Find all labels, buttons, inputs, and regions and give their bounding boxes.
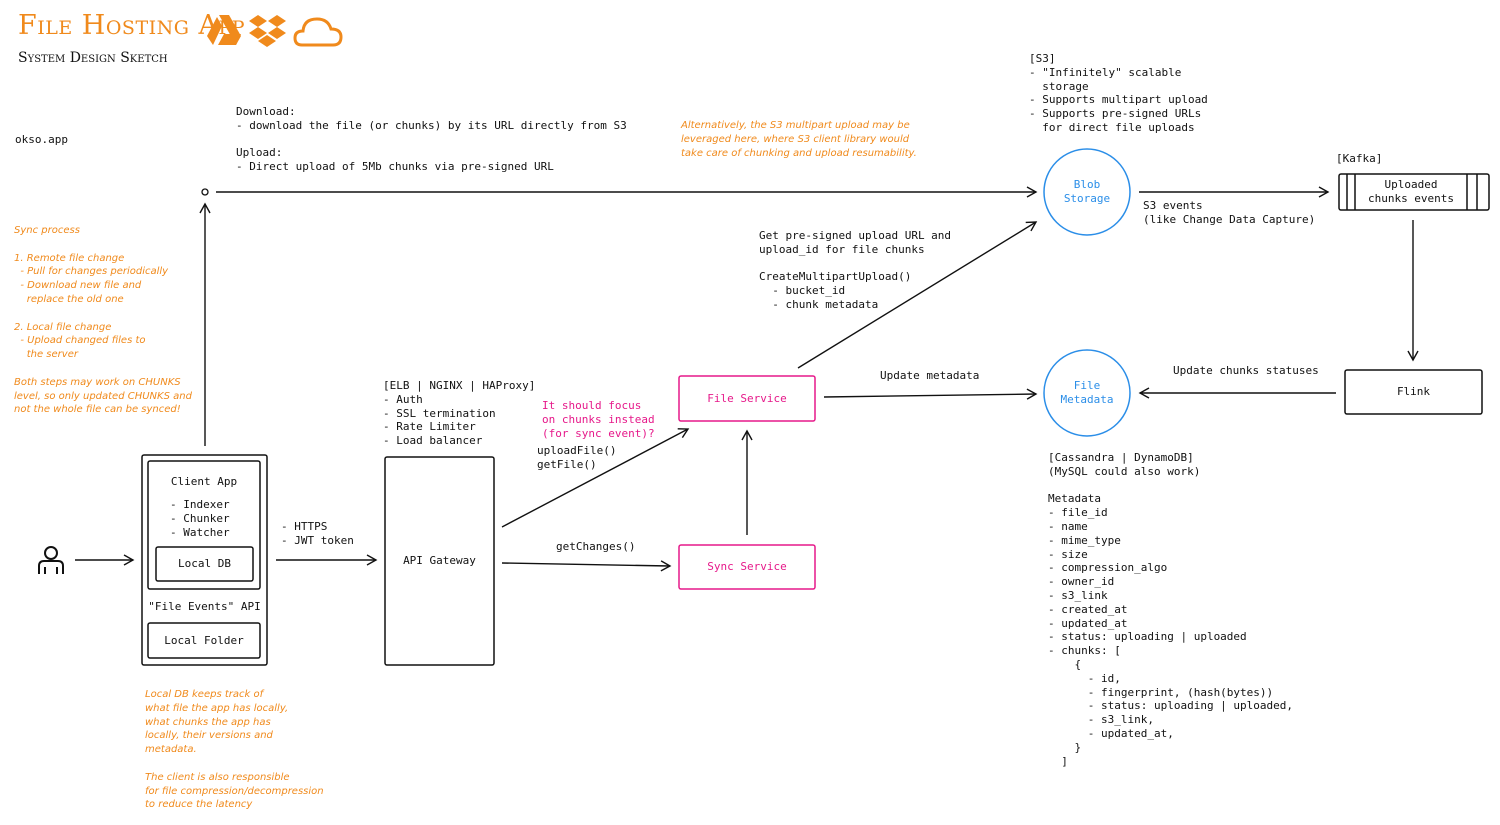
arrow-file-service-to-metadata bbox=[823, 388, 1038, 400]
file-service-box bbox=[678, 375, 816, 422]
sync-service-box bbox=[678, 544, 816, 590]
page-subtitle: System Design Sketch bbox=[18, 50, 168, 66]
kafka-queue-label: Uploaded chunks events bbox=[1367, 178, 1455, 205]
get-changes-label: getChanges() bbox=[556, 540, 636, 553]
user-icon bbox=[38, 546, 64, 574]
update-chunks-label: Update chunks statuses bbox=[1173, 364, 1319, 377]
file-metadata-label: File Metadata bbox=[1060, 379, 1114, 406]
flink-label: Flink bbox=[1396, 385, 1431, 399]
arrow-gateway-to-file-service bbox=[501, 428, 690, 528]
local-db-label: Local DB bbox=[178, 557, 231, 571]
download-title: Download: bbox=[236, 105, 296, 118]
blob-storage-circle bbox=[1043, 148, 1131, 236]
file-service-label: File Service bbox=[707, 391, 787, 405]
s3-events-label: S3 events (like Change Data Capture) bbox=[1143, 199, 1316, 226]
page-title: File Hosting App bbox=[18, 10, 246, 41]
https-label: - HTTPS - JWT token bbox=[281, 520, 354, 547]
site-label: okso.app bbox=[15, 133, 68, 146]
dropbox-icon bbox=[249, 15, 286, 47]
api-gateway-label: API Gateway bbox=[403, 554, 476, 568]
local-folder-label: Local Folder bbox=[164, 633, 244, 647]
arrow-gateway-to-sync-service bbox=[501, 560, 672, 572]
upload-text: - Direct upload of 5Mb chunks via pre-si… bbox=[236, 160, 554, 174]
local-db-box bbox=[155, 546, 254, 582]
local-folder-box bbox=[147, 622, 261, 659]
s3-note: [S3] - "Infinitely" scalable storage - S… bbox=[1029, 52, 1208, 134]
transfer-note: Download: - download the file (or chunks… bbox=[236, 105, 627, 174]
presigned-note: Get pre-signed upload URL and upload_id … bbox=[759, 229, 952, 311]
sync-service-label: Sync Service bbox=[707, 560, 787, 574]
sync-process-note: Sync process 1. Remote file change - Pul… bbox=[14, 225, 192, 416]
cloud-icon bbox=[293, 17, 343, 47]
api-gateway-box bbox=[384, 456, 495, 666]
flink-box bbox=[1344, 369, 1483, 415]
file-metadata-circle bbox=[1043, 349, 1131, 437]
google-drive-icon bbox=[207, 15, 241, 45]
client-box-outer bbox=[141, 454, 268, 666]
blob-storage-label: Blob Storage bbox=[1063, 178, 1111, 205]
arrow-file-service-to-blob bbox=[797, 221, 1038, 369]
kafka-label: [Kafka] bbox=[1336, 152, 1383, 165]
upload-title: Upload: bbox=[236, 146, 283, 160]
update-metadata-label: Update metadata bbox=[880, 369, 980, 382]
client-note: Local DB keeps track of what file the ap… bbox=[145, 689, 324, 811]
client-modules: - Indexer - Chunker - Watcher bbox=[170, 498, 230, 539]
client-app-box bbox=[147, 460, 261, 590]
focus-note: It should focus on chunks instead (for s… bbox=[542, 399, 655, 440]
multipart-note: Alternatively, the S3 multipart upload m… bbox=[681, 120, 917, 159]
file-events-api-label: "File Events" API bbox=[148, 600, 261, 614]
file-calls-label: uploadFile() getFile() bbox=[537, 444, 617, 471]
junction-dot bbox=[201, 188, 209, 196]
download-text: - download the file (or chunks) by its U… bbox=[236, 118, 627, 132]
kafka-queue-shape bbox=[1338, 173, 1490, 211]
client-app-label: Client App bbox=[170, 475, 238, 489]
gateway-note: [ELB | NGINX | HAProxy] - Auth - SSL ter… bbox=[383, 379, 536, 448]
metadata-note: [Cassandra | DynamoDB] (MySQL could also… bbox=[1048, 451, 1294, 768]
